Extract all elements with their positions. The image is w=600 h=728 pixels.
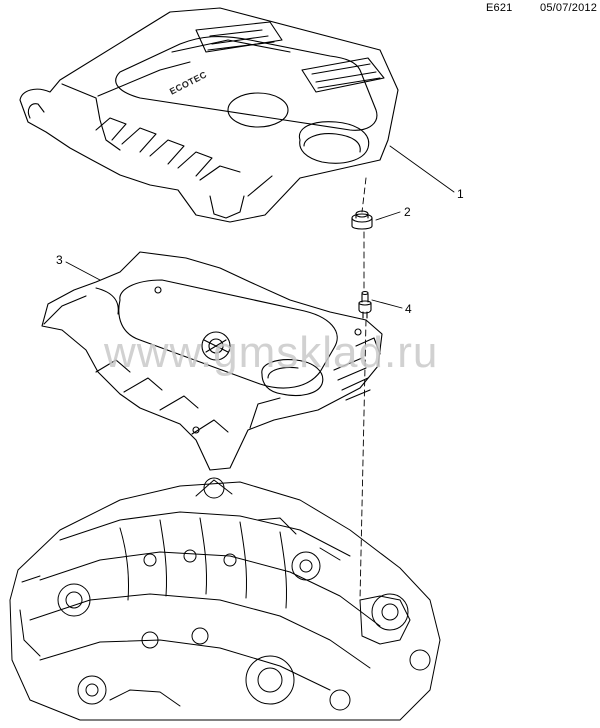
leader-line-3 xyxy=(65,261,101,281)
engine-cover-lower xyxy=(41,251,383,471)
diagram-date: 05/07/2012 xyxy=(540,2,598,14)
callout-1: 1 xyxy=(457,187,464,201)
diagram-code: E621 xyxy=(486,2,513,14)
watermark-text: www.gmsklad.ru xyxy=(104,328,439,377)
stud-bolt-part xyxy=(358,290,372,319)
assembly-centerline xyxy=(359,177,367,601)
leader-line-2 xyxy=(375,211,401,221)
leader-line-4 xyxy=(371,299,403,309)
callout-4: 4 xyxy=(405,302,412,316)
leader-line-1 xyxy=(389,145,455,193)
engine-assembly xyxy=(9,477,441,721)
callout-2: 2 xyxy=(404,205,411,219)
callout-3: 3 xyxy=(56,253,63,267)
engine-cover-upper xyxy=(19,7,399,223)
grommet-part xyxy=(351,210,373,230)
